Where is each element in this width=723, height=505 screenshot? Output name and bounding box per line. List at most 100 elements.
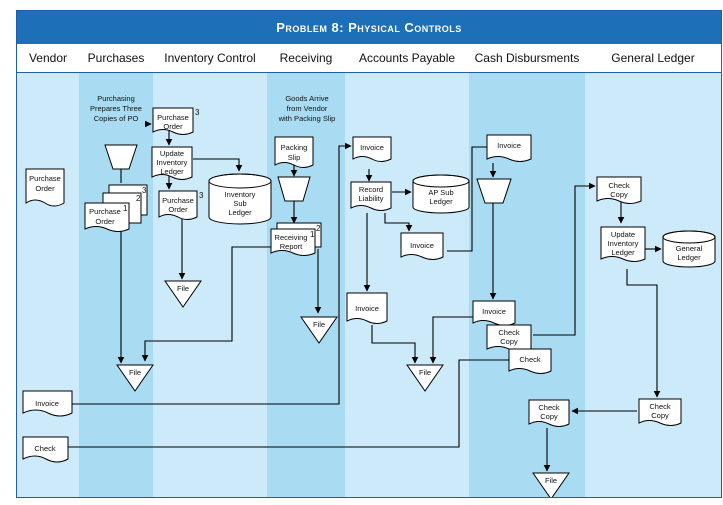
storage-inventory-sub-ledger: Inventory Sub Ledger — [208, 173, 272, 225]
inv-po-bottom-label-1: Purchase — [162, 196, 194, 205]
storage-general-ledger: General Ledger — [662, 230, 716, 268]
cash-invoice-top-label: Invoice — [497, 141, 521, 150]
doc-ap-invoice-bottom: Invoice — [346, 292, 388, 324]
column-header-receiving: Receiving — [279, 51, 333, 65]
ap-sub-ledger-label-1: AP Sub — [428, 188, 453, 197]
cash-invoice-bottom-label: Invoice — [482, 307, 506, 316]
gl-check-copy-top-label-1: Check — [608, 181, 630, 190]
doc-vendor-purchase-order: Purchase Order — [25, 168, 65, 207]
note-goods-arrive: Goods Arrive from Vendor with Packing Sl… — [278, 94, 336, 123]
column-header-accounts-payable: Accounts Payable — [358, 51, 456, 65]
connector-check-copy-to-gl — [533, 182, 596, 336]
flowchart-frame: Problem 8: Physical Controls Vendor Purc… — [16, 10, 722, 498]
note-goods-line-2: from Vendor — [287, 104, 328, 113]
file-purchases-label: File — [129, 368, 141, 377]
inv-sub-ledger-label-1: Inventory — [225, 190, 256, 199]
file-ap-label: File — [419, 368, 431, 377]
rr-label-1: Receiving — [275, 233, 308, 242]
gl-check-copy-bottom-label-2: Copy — [651, 411, 669, 420]
column-header-cash-disbursments: Cash Disbursments — [474, 51, 580, 65]
gl-storage-label-1: General — [676, 244, 703, 253]
manual-operation-purchasing — [104, 144, 138, 170]
gl-update-label-3: Ledger — [611, 248, 635, 257]
lane-vendor — [17, 73, 79, 497]
doc-cash-check: Check — [508, 348, 552, 374]
connector-update-to-check-copy — [626, 269, 661, 398]
column-headers: Vendor Purchases Inventory Control Recei… — [17, 44, 721, 73]
process-record-liability: Record Liability — [350, 181, 392, 211]
update-inv-label-1: Update — [160, 149, 184, 158]
ap-invoice-top-label: Invoice — [360, 143, 384, 152]
note-goods-line-1: Goods Arrive — [285, 94, 328, 103]
update-inv-label-2: Inventory — [157, 158, 188, 167]
packing-slip-label-2: Slip — [288, 153, 301, 162]
note-purchasing-line-3: Copies of PO — [94, 114, 139, 123]
doc-inventory-po-bottom: Purchase Order 3 — [158, 190, 204, 220]
file-receiving-label: File — [313, 320, 325, 329]
rr-label-2: Report — [280, 242, 303, 251]
connectors — [26, 120, 662, 472]
doc-cash-check-copy-bottom: Check Copy — [528, 399, 570, 427]
record-liability-label-2: Liability — [358, 194, 383, 203]
doc-inventory-po-top: Purchase Order 3 — [152, 107, 200, 135]
inv-po-top-label-2: Order — [163, 122, 183, 131]
po-stack-label-1: Purchase — [89, 207, 121, 216]
po-copy-3: 3 — [142, 186, 147, 195]
note-purchasing-line-2: Prepares Three — [90, 104, 142, 113]
process-update-inventory-ledger: Update Inventory Ledger — [151, 146, 193, 180]
doc-gl-check-copy-bottom: Check Copy — [638, 398, 682, 426]
doc-ap-invoice-top: Invoice — [352, 136, 392, 162]
vendor-invoice-label: Invoice — [35, 399, 59, 408]
cash-check-copy-bottom-label-2: Copy — [540, 412, 558, 421]
record-liability-label-1: Record — [359, 185, 383, 194]
doc-cash-check-copy: Check Copy — [486, 324, 532, 352]
inv-sub-ledger-label-2: Sub — [233, 199, 246, 208]
column-header-general-ledger: General Ledger — [611, 51, 695, 65]
manual-operation-cash — [476, 178, 512, 204]
vendor-po-label-2: Order — [35, 184, 55, 193]
doc-receiving-report-stack: 2 1 Receiving Report — [270, 222, 322, 256]
file-receiving: File — [300, 316, 338, 344]
doc-cash-invoice-bottom: Invoice — [472, 300, 516, 326]
gl-update-label-2: Inventory — [608, 239, 639, 248]
file-cash-disbursments: File — [532, 472, 570, 497]
swimlanes: Purchasing Prepares Three Copies of PO G… — [17, 73, 721, 497]
doc-gl-check-copy-top: Check Copy — [596, 176, 642, 204]
doc-packing-slip: Packing Slip — [274, 136, 314, 168]
connector-update-to-subledger — [193, 158, 243, 172]
file-inventory-label: File — [177, 284, 189, 293]
po-copy-2: 2 — [136, 194, 141, 203]
update-inv-label-3: Ledger — [160, 167, 184, 176]
cash-check-copy-bottom-label-1: Check — [538, 403, 560, 412]
doc-ap-invoice-middle: Invoice — [400, 232, 444, 260]
inv-po-bottom-copy: 3 — [199, 191, 204, 200]
gl-check-copy-top-label-2: Copy — [610, 190, 628, 199]
vendor-po-label-1: Purchase — [29, 174, 61, 183]
gl-storage-label-2: Ledger — [677, 253, 701, 262]
inv-po-top-label-1: Purchase — [157, 113, 189, 122]
note-purchasing-line-1: Purchasing — [97, 94, 135, 103]
connector-record-to-invoice — [384, 213, 413, 232]
file-cash-label: File — [545, 476, 557, 485]
column-header-inventory-control: Inventory Control — [164, 51, 256, 65]
column-header-vendor: Vendor — [28, 51, 68, 65]
storage-ap-sub-ledger: AP Sub Ledger — [412, 174, 470, 214]
doc-vendor-invoice: Invoice — [22, 390, 73, 417]
inv-sub-ledger-label-3: Ledger — [228, 208, 252, 217]
ap-sub-ledger-label-2: Ledger — [429, 197, 453, 206]
ap-invoice-bottom-label: Invoice — [355, 304, 379, 313]
gl-update-label-1: Update — [611, 230, 635, 239]
flow-diagram: Purchasing Prepares Three Copies of PO G… — [22, 94, 716, 497]
po-copy-1: 1 — [123, 204, 128, 213]
connector-invoice-to-file — [371, 325, 419, 364]
connector-vendor-invoice-to-ap — [72, 142, 352, 405]
note-goods-line-3: with Packing Slip — [278, 114, 336, 123]
doc-vendor-check: Check — [22, 436, 69, 463]
connector-report-to-purchases-file — [141, 246, 272, 362]
vendor-check-label: Check — [34, 444, 56, 453]
file-inventory: File — [164, 280, 202, 308]
process-update-gl-inventory-ledger: Update Inventory Ledger — [600, 226, 646, 262]
file-accounts-payable: File — [406, 364, 444, 392]
diagram-title: Problem 8: Physical Controls — [17, 11, 721, 44]
po-stack-label-2: Order — [95, 217, 115, 226]
